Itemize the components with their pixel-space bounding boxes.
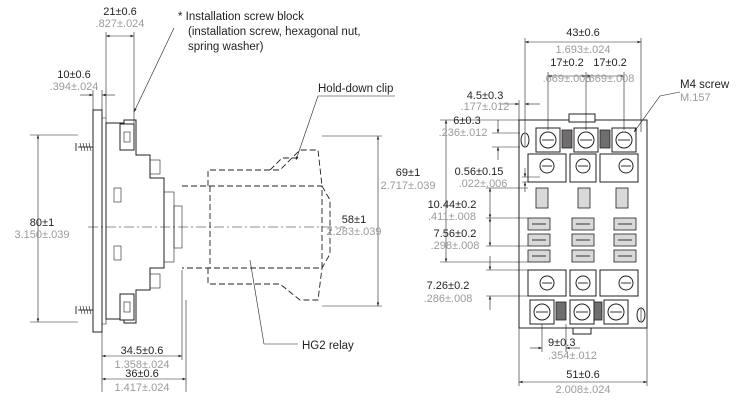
terminal-row-second [527,153,639,183]
side-terminal [113,245,122,261]
top-screw-block [119,123,135,151]
dim-69-inch: 2.717±.039 [381,180,436,192]
front-view: 43±0.6 1.693±.024 17±0.2 .669±.008 17±0.… [381,27,730,396]
dim-6-inch: .236±.012 [439,127,488,139]
dim-7-56-mm: 7.56±0.2 [434,228,477,240]
clip-detail [269,157,300,171]
label-hold-down-clip: Hold-down clip [318,83,393,95]
clip-hinge [149,159,161,175]
dim-7-26-inch: .286±.008 [424,293,473,305]
dim-58-inch: 2.283±.039 [327,226,382,238]
dim-10-inch: .394±.024 [50,81,99,93]
dim-69-mm: 69±1 [396,167,420,179]
mounting-plate [92,109,103,333]
note-installation-line1: * Installation screw block [178,11,304,23]
wall-screw-top [75,142,93,152]
dim-17a-mm: 17±0.2 [550,57,584,69]
dim-34-5-mm: 34.5±0.6 [121,345,164,357]
dim-9-mm: 9±0.3 [548,337,575,349]
note-installation-line3: spring washer) [188,41,264,53]
dim-10-mm: 10±0.6 [57,69,91,81]
dim-10-44-mm: 10.44±0.2 [428,199,477,211]
dim-43-inch: 1.693±.024 [556,44,611,56]
dim-7-26-mm: 7.26±0.2 [427,280,470,292]
plate-lip [102,117,107,325]
dim-51-inch: 2.008±.024 [556,384,611,396]
dim-80-inch: 3.150±.039 [15,229,70,241]
dim-17a-inch: .669±.008 [543,73,592,85]
bottom-screw-head [123,301,131,313]
dim-0-56-mm: 0.56±0.15 [455,166,504,178]
dim-21-mm: 21±0.6 [103,6,137,18]
terminal-row-third [527,269,639,297]
dim-4-5-mm: 4.5±0.3 [467,90,504,102]
top-tab [568,113,596,123]
dim-36-inch: 1.417±.024 [115,382,170,394]
dim-17b-inch: .669±.008 [586,73,635,85]
contact-slots [527,217,637,263]
leader-hold-down-clip [295,95,395,161]
label-hg2-relay: HG2 relay [302,340,354,352]
dim-58-mm: 58±1 [342,214,366,226]
base-body [105,119,165,324]
dim-17b-mm: 17±0.2 [593,57,627,69]
dim-36-mm: 36±0.6 [125,368,159,380]
label-m4-screw: M4 screw [680,79,730,91]
top-screw-head [123,131,131,143]
hold-down-clip-bottom [207,267,323,301]
terminal-row-bottom [529,299,629,325]
leader-installation-block [133,27,175,113]
side-terminal [113,187,122,203]
side-view: * Installation screw block (installation… [15,6,395,394]
label-m4-screw-inch: M.157 [680,92,711,104]
bottom-screw-block [119,293,135,321]
dim-7-56-inch: .298±.008 [431,240,480,252]
dim-21-inch: .827±.024 [96,18,145,30]
leader-hg2-relay [249,259,298,345]
terminal-row-top [535,127,637,153]
clip-hinge [149,273,161,289]
hold-down-clip-top [207,149,323,187]
leader-m4-screw [633,91,681,133]
dim-9-inch: .354±.012 [548,350,597,362]
note-installation-line2: (installation screw, hexagonal nut, [188,26,361,38]
dim-51-mm: 51±0.6 [566,369,600,381]
dim-43-mm: 43±0.6 [566,27,600,39]
dim-34-5-inch: 1.358±.024 [115,359,170,371]
dim-80-mm: 80±1 [30,217,54,229]
bottom-tab [572,327,592,335]
wall-screw-bottom [75,305,93,315]
dim-10-44-inch: .411±.008 [428,211,476,223]
dim-4-5-inch: .177±.012 [461,101,510,113]
dim-0-56-inch: .022±.006 [459,178,508,190]
coil-slots [535,187,629,209]
dim-6-mm: 6±0.3 [453,115,480,127]
